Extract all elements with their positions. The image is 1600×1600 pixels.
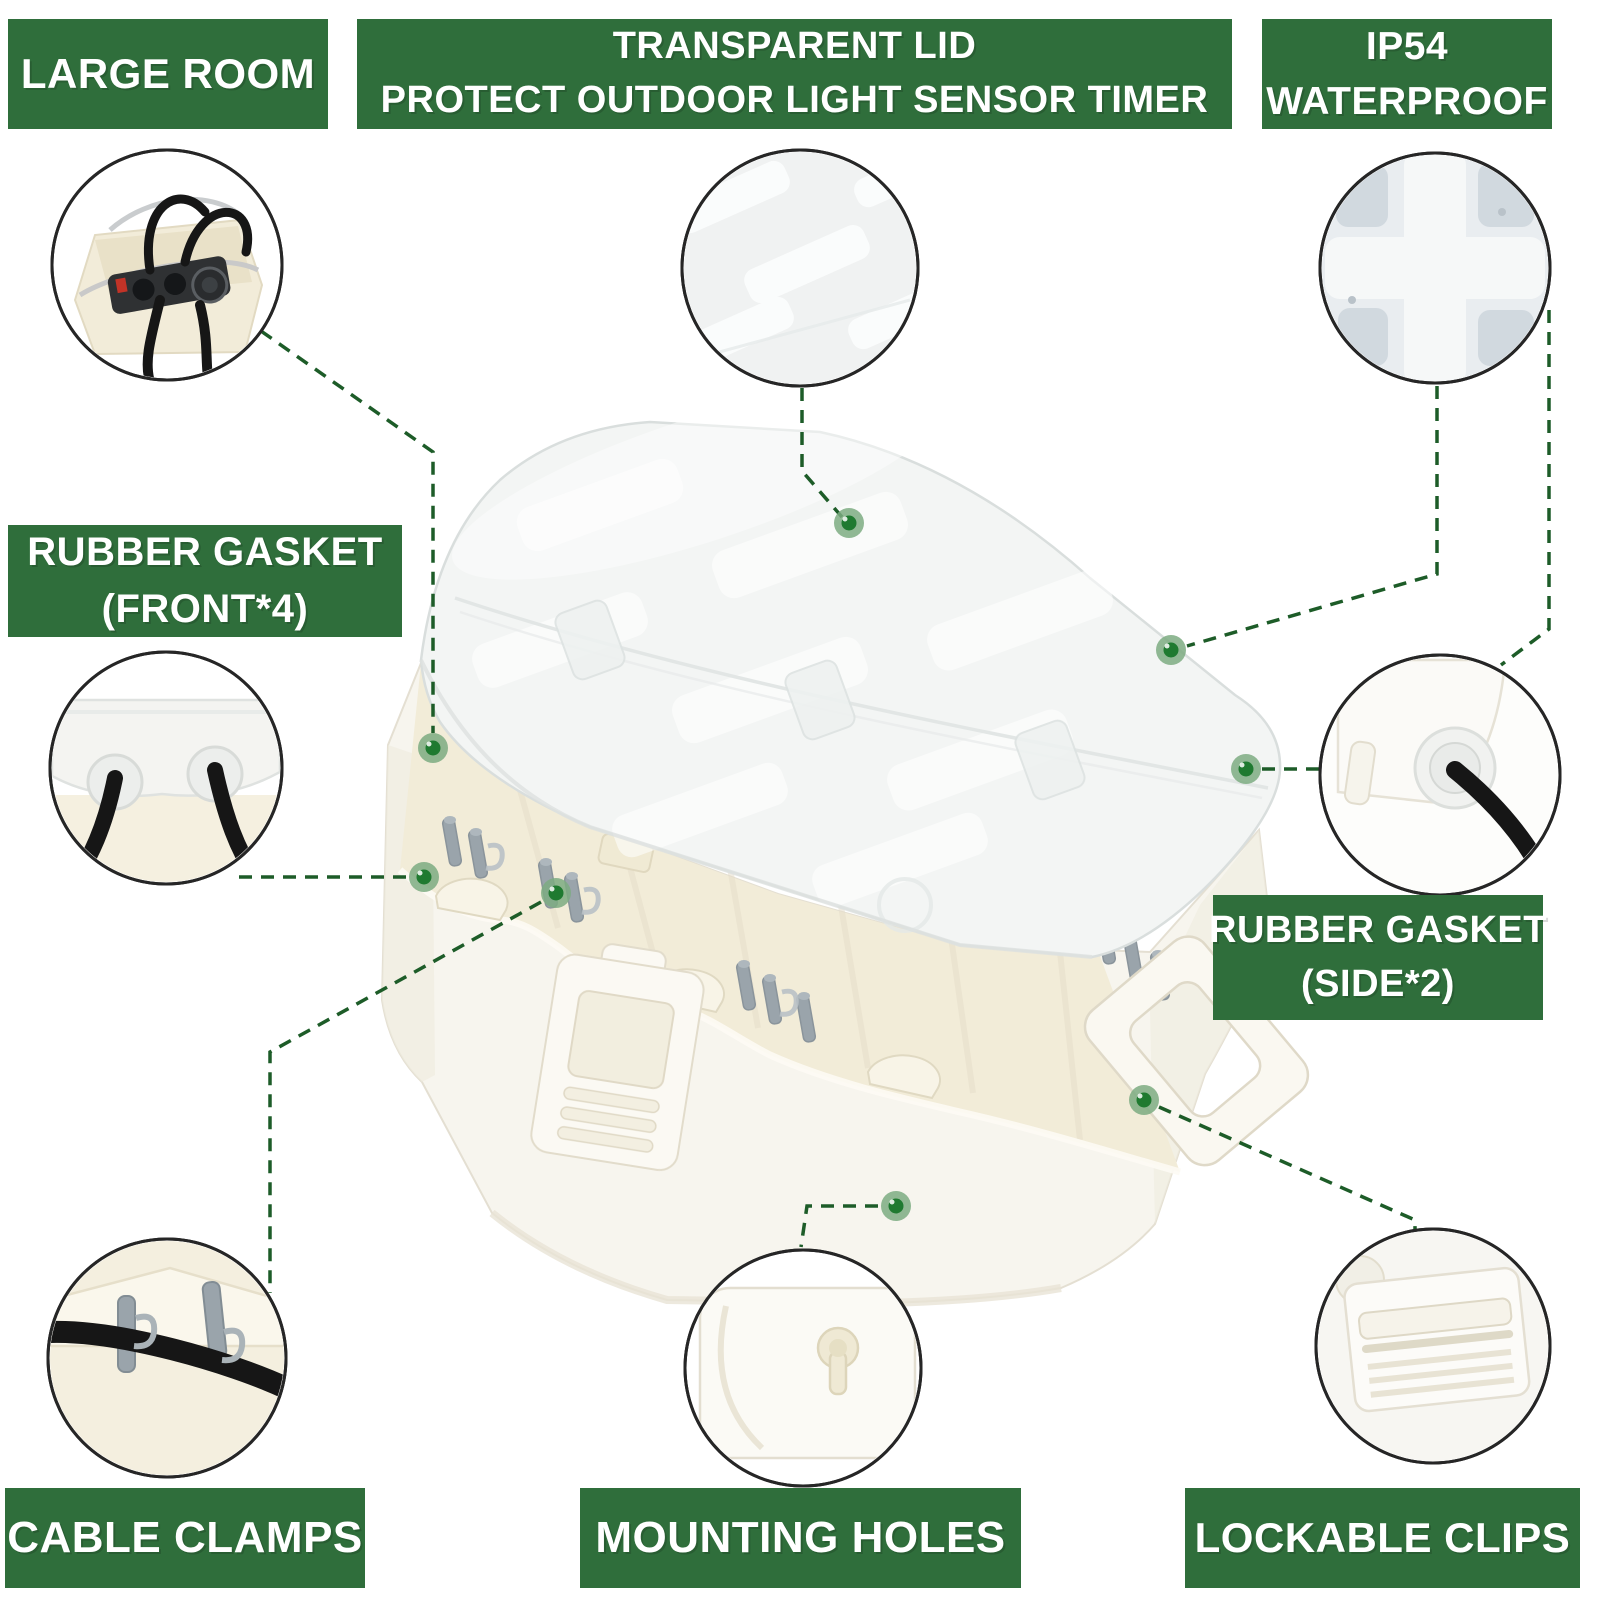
label-rubber-gasket-side-line1: RUBBER GASKET: [1209, 908, 1547, 951]
callout-cable-clamps: [46, 1237, 288, 1479]
connector-ip54-side-gasket: [1499, 310, 1551, 667]
label-mounting-holes-text: MOUNTING HOLES: [595, 1512, 1006, 1562]
label-rubber-gasket-side: RUBBER GASKET (SIDE*2): [1209, 895, 1546, 1020]
label-cable-clamps: CABLE CLAMPS: [5, 1488, 365, 1588]
label-ip54-line2: WATERPROOF: [1266, 80, 1548, 123]
label-rubber-gasket-front-line2: (FRONT*4): [101, 587, 309, 631]
feature-dot-ip54: [1156, 635, 1186, 665]
feature-dot-rubber-side: [1231, 754, 1261, 784]
connector-large-room: [259, 329, 435, 733]
callout-lockable-clips-photo: [1318, 1231, 1548, 1461]
feature-dot-mounting-holes: [881, 1191, 911, 1221]
box-interior: [400, 663, 1180, 1172]
connector-mounting-holes: [799, 1204, 878, 1248]
feature-dot-lockable-clips: [1129, 1085, 1159, 1115]
connector-transparent-lid: [800, 388, 844, 519]
front-latch: [530, 943, 705, 1172]
connector-lockable-clips: [1158, 1105, 1417, 1230]
callout-rubber-side-photo: [1322, 657, 1558, 893]
callout-rubber-side: [1318, 653, 1562, 897]
callout-mounting-holes: [683, 1248, 923, 1488]
label-transparent-lid-line1: TRANSPARENT LID: [612, 25, 977, 68]
label-large-room: LARGE ROOM: [8, 19, 328, 129]
callout-lockable-clips: [1314, 1227, 1552, 1465]
feature-dot-transparent-lid: [834, 508, 864, 538]
label-large-room-text: LARGE ROOM: [20, 50, 316, 98]
callout-ip54: [1318, 151, 1552, 385]
label-rubber-gasket-side-line2: (SIDE*2): [1301, 962, 1455, 1005]
callout-cable-clamps-photo: [50, 1241, 284, 1475]
label-transparent-lid: TRANSPARENT LID PROTECT OUTDOOR LIGHT SE…: [357, 19, 1232, 129]
feature-dot-large-room: [418, 733, 448, 763]
label-ip54-line1: IP54: [1365, 24, 1449, 68]
label-rubber-gasket-front: RUBBER GASKET (FRONT*4): [8, 525, 402, 637]
product-box: [380, 380, 1310, 1308]
label-lockable-clips-text: LOCKABLE CLIPS: [1194, 1514, 1571, 1562]
feature-dots: [409, 508, 1261, 1221]
label-lockable-clips: LOCKABLE CLIPS: [1185, 1488, 1580, 1588]
callout-large-room-photo: [73, 194, 264, 378]
callout-mounting-holes-photo: [687, 1252, 919, 1484]
callout-large-room: [50, 148, 284, 382]
feature-dot-rubber-front: [409, 862, 439, 892]
feature-dot-cable-clamps: [541, 878, 571, 908]
callout-rubber-front: [48, 650, 284, 886]
callout-transparent-lid: [680, 148, 920, 388]
label-transparent-lid-line2: PROTECT OUTDOOR LIGHT SENSOR TIMER: [380, 79, 1209, 121]
callout-transparent-lid-photo: [684, 152, 916, 384]
connectors: [239, 310, 1551, 1293]
label-ip54: IP54 WATERPROOF: [1262, 19, 1552, 129]
box-lid: [419, 380, 1282, 959]
label-rubber-gasket-front-line1: RUBBER GASKET: [27, 530, 383, 575]
side-latch: [1083, 935, 1310, 1167]
connector-cable-clamps: [268, 900, 542, 1293]
connector-ip54: [1186, 386, 1439, 648]
label-cable-clamps-text: CABLE CLAMPS: [7, 1512, 363, 1562]
label-mounting-holes: MOUNTING HOLES: [580, 1488, 1021, 1588]
